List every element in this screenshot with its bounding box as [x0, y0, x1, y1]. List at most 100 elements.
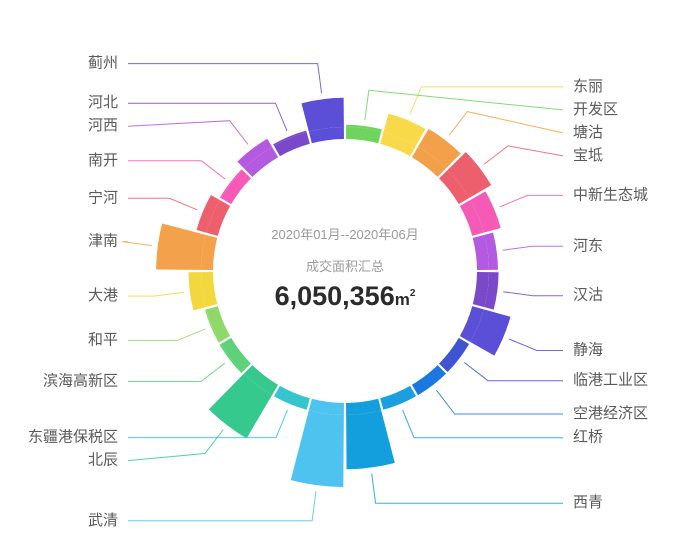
- category-label[interactable]: 静海: [573, 341, 603, 358]
- ring-base-segment[interactable]: [308, 127, 344, 144]
- value-segment[interactable]: [273, 130, 307, 146]
- ring-base-segment[interactable]: [346, 127, 382, 144]
- label-leader-line: [508, 338, 563, 351]
- value-segment[interactable]: [208, 373, 273, 439]
- ring-base-segment[interactable]: [459, 199, 484, 236]
- label-leader-line: [128, 63, 323, 94]
- value-segment[interactable]: [156, 223, 206, 270]
- value-segment[interactable]: [204, 309, 220, 343]
- ring-base-segment[interactable]: [472, 272, 489, 308]
- ring-base-segment[interactable]: [206, 199, 231, 236]
- ring-base-segment[interactable]: [243, 365, 279, 396]
- label-leader-line: [122, 241, 152, 247]
- label-leader-line: [409, 86, 563, 115]
- label-leader-line: [128, 362, 226, 382]
- value-segment[interactable]: [346, 410, 395, 470]
- category-label[interactable]: 津南: [88, 233, 118, 250]
- label-leader-lines-group: [122, 63, 564, 522]
- center-total-number: 6,050,356: [275, 281, 395, 311]
- category-label[interactable]: 临港工业区: [573, 372, 648, 389]
- label-leader-line: [128, 328, 206, 341]
- value-segment[interactable]: [237, 138, 273, 169]
- ring-base-segment[interactable]: [201, 234, 218, 270]
- center-metric-text: 成交面积汇总: [306, 259, 384, 274]
- category-label[interactable]: 和平: [88, 331, 118, 348]
- category-label[interactable]: 蓟州: [88, 55, 118, 72]
- ring-base-segment[interactable]: [273, 385, 310, 410]
- label-leader-line: [483, 145, 564, 165]
- label-leader-line: [128, 491, 317, 522]
- label-leader-line: [128, 197, 198, 211]
- value-segment[interactable]: [188, 272, 206, 311]
- label-leader-line: [436, 389, 563, 415]
- value-segment[interactable]: [219, 169, 243, 199]
- ring-base-segment[interactable]: [380, 385, 417, 410]
- label-leader-line: [127, 120, 249, 145]
- ring-base-segment[interactable]: [243, 146, 279, 177]
- center-summary: 2020年01月--2020年06月 成交面积汇总 6,050,356m2: [271, 227, 418, 311]
- ring-base-segment[interactable]: [472, 234, 489, 270]
- value-segment[interactable]: [447, 152, 492, 199]
- category-label[interactable]: 滨海高新区: [43, 372, 118, 389]
- category-label[interactable]: 大港: [88, 287, 118, 304]
- category-label[interactable]: 河北: [88, 94, 118, 111]
- label-leader-line: [502, 245, 563, 251]
- chart-segments-group[interactable]: [156, 97, 511, 487]
- category-label[interactable]: 西青: [573, 494, 603, 511]
- label-leader-line: [448, 111, 564, 136]
- category-label[interactable]: 空港经济区: [573, 405, 648, 422]
- value-segment[interactable]: [470, 191, 501, 233]
- ring-base-segment[interactable]: [459, 306, 484, 343]
- ring-base-segment[interactable]: [380, 132, 417, 157]
- value-segment[interactable]: [301, 97, 344, 132]
- label-leader-line: [402, 409, 563, 439]
- label-leader-line: [463, 362, 563, 382]
- ring-base-segment[interactable]: [439, 337, 470, 373]
- ring-base-segment[interactable]: [220, 169, 251, 205]
- label-leader-line: [128, 102, 288, 132]
- category-label[interactable]: 开发区: [573, 101, 618, 118]
- value-segment[interactable]: [417, 128, 461, 169]
- category-label[interactable]: 红桥: [573, 429, 603, 446]
- ring-base-segment[interactable]: [411, 365, 447, 396]
- ring-base-segment[interactable]: [411, 146, 447, 177]
- center-total-value: 6,050,356m2: [275, 281, 416, 311]
- ring-base-segment[interactable]: [220, 337, 251, 373]
- category-label[interactable]: 宁河: [88, 189, 118, 206]
- label-leader-line: [371, 473, 563, 504]
- value-segment[interactable]: [470, 309, 511, 356]
- label-leader-line: [128, 291, 184, 297]
- category-label[interactable]: 河东: [573, 237, 603, 254]
- category-label[interactable]: 汉沽: [573, 287, 603, 304]
- ring-base-segment[interactable]: [273, 132, 310, 157]
- category-label[interactable]: 东丽: [573, 78, 603, 95]
- category-label[interactable]: 武清: [88, 512, 118, 529]
- ring-base-segment[interactable]: [439, 169, 470, 205]
- center-total-unit: m: [395, 290, 410, 309]
- ring-base-segment[interactable]: [346, 398, 382, 415]
- category-label[interactable]: 塘沽: [573, 124, 603, 141]
- value-segment[interactable]: [484, 232, 498, 270]
- ring-base-segment[interactable]: [206, 306, 231, 343]
- label-leader-line: [499, 194, 563, 208]
- category-label[interactable]: 中新生态城: [573, 186, 648, 203]
- label-leader-line: [503, 291, 563, 297]
- ring-base-segment[interactable]: [308, 398, 344, 415]
- category-label[interactable]: 河西: [88, 117, 118, 134]
- value-segment[interactable]: [484, 272, 499, 310]
- value-segment[interactable]: [196, 195, 220, 233]
- ring-base-segment[interactable]: [201, 272, 218, 308]
- category-label[interactable]: 东疆港保税区: [28, 429, 118, 446]
- category-label[interactable]: 北辰: [88, 452, 118, 469]
- value-segment[interactable]: [219, 343, 243, 374]
- value-segment[interactable]: [383, 113, 426, 146]
- label-leader-line: [364, 89, 564, 121]
- value-segment[interactable]: [346, 124, 382, 132]
- value-segment[interactable]: [290, 410, 344, 487]
- category-label[interactable]: 宝坻: [573, 147, 603, 164]
- category-label[interactable]: 南开: [88, 152, 118, 169]
- label-leader-line: [128, 160, 226, 180]
